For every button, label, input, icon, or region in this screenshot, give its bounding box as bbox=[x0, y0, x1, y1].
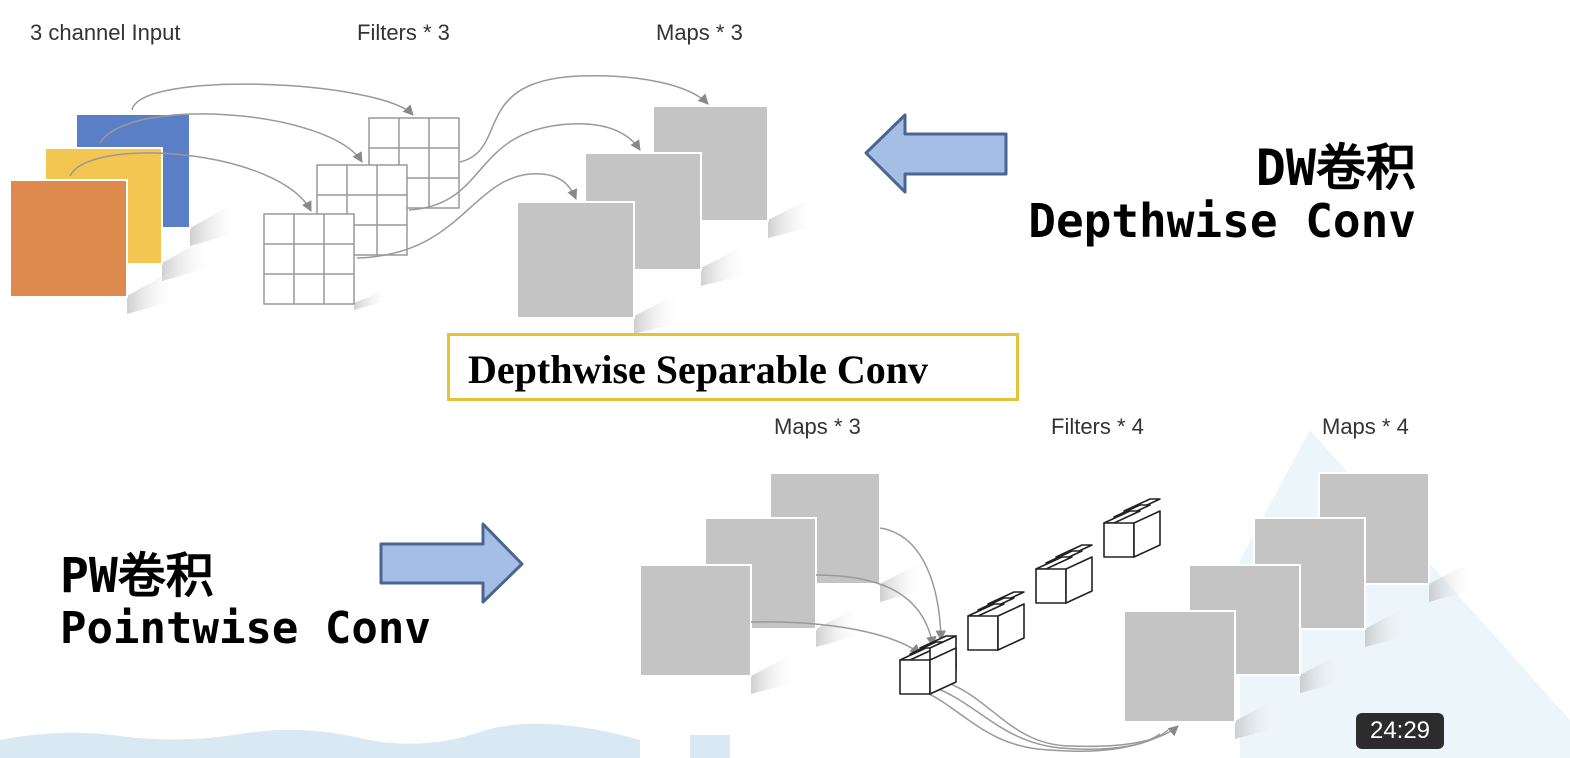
filter-grid-3 bbox=[263, 213, 390, 310]
pointwise-filters bbox=[899, 498, 1161, 695]
dw-map-3 bbox=[516, 201, 635, 319]
pw-en-title: Pointwise Conv bbox=[60, 603, 431, 654]
pw-out-map-4 bbox=[1123, 610, 1236, 723]
pw-filter-3 bbox=[1035, 544, 1093, 604]
pw-cn-title: PW卷积 bbox=[60, 548, 214, 604]
dw-en-title: Depthwise Conv bbox=[1028, 194, 1416, 248]
depthwise-filters bbox=[263, 117, 460, 310]
dw-cn-title: DW卷积 bbox=[1255, 139, 1416, 197]
pointwise-input-maps bbox=[639, 472, 925, 694]
input-channels bbox=[9, 113, 240, 314]
pw-filter-4 bbox=[1103, 498, 1161, 558]
video-timestamp-badge: 24:29 bbox=[1356, 713, 1444, 749]
dw-left-arrow bbox=[864, 113, 1008, 194]
label-filters-3: Filters * 3 bbox=[357, 20, 450, 45]
label-maps-4: Maps * 4 bbox=[1322, 414, 1409, 439]
pointwise-output-maps bbox=[1123, 472, 1474, 739]
dw-connectors bbox=[69, 75, 709, 259]
label-filters-4: Filters * 4 bbox=[1051, 414, 1144, 439]
pw-in-map-3 bbox=[639, 564, 752, 677]
depthwise-output-maps bbox=[516, 105, 815, 334]
center-title-box: Depthwise Separable Conv bbox=[447, 333, 1019, 401]
pw-connectors-in bbox=[750, 527, 1179, 752]
center-title: Depthwise Separable Conv bbox=[468, 347, 929, 392]
label-maps-3-bottom: Maps * 3 bbox=[774, 414, 861, 439]
pw-filter-2 bbox=[967, 591, 1025, 651]
pw-right-arrow bbox=[379, 522, 524, 604]
pw-filter-1 bbox=[899, 635, 957, 695]
label-maps-3-top: Maps * 3 bbox=[656, 20, 743, 45]
input-channel-orange bbox=[9, 179, 128, 298]
label-3-channel-input: 3 channel Input bbox=[30, 20, 181, 45]
